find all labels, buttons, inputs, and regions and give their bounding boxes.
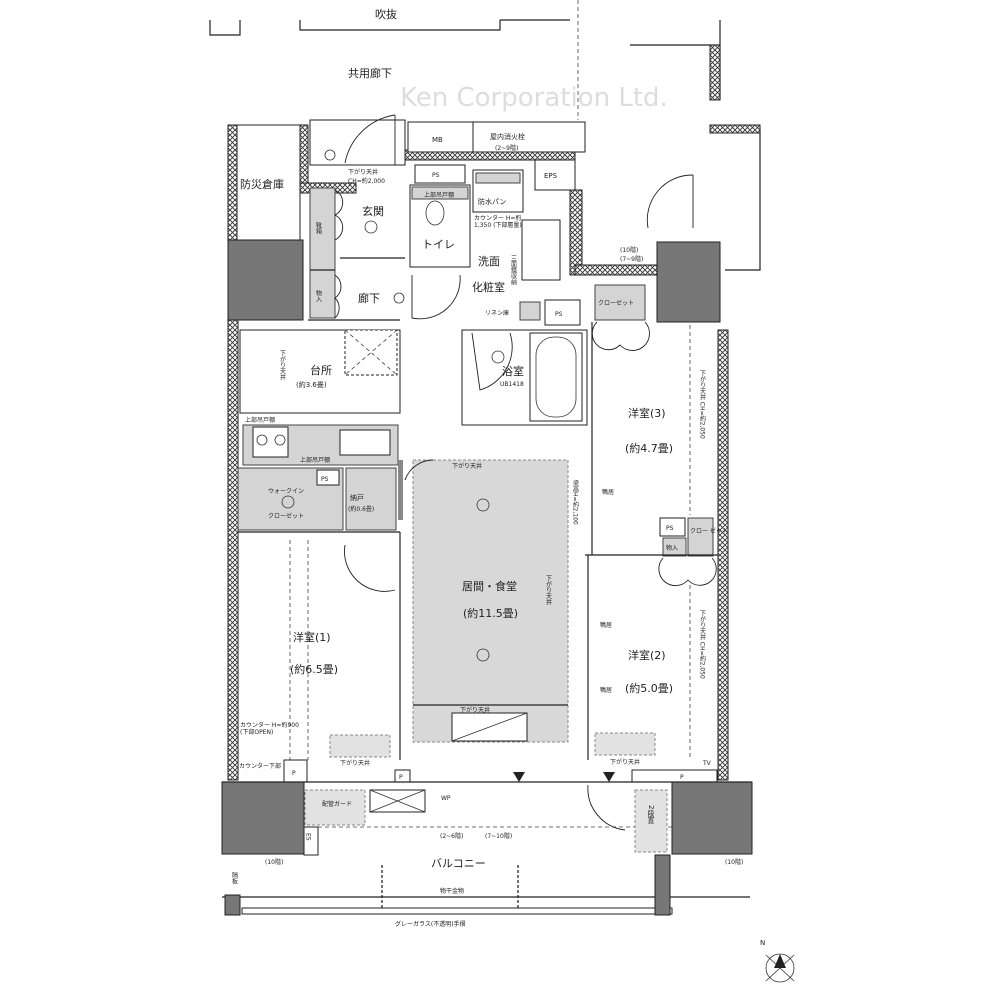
living-label: 居間・食堂 [462, 579, 517, 593]
ps-label-w3: PS [666, 525, 674, 532]
walkin-closet-label: クローゼット [268, 512, 304, 520]
ps-label-top: PS [432, 172, 440, 179]
kosui-label-1: 鴨居 [602, 488, 614, 496]
ceiling-drop-label: 下がり天井 [348, 168, 378, 176]
mb-label: MB [432, 136, 443, 144]
ceiling-height-label: CH=約2,000 [348, 177, 385, 185]
w2-ceiling-drop-bottom: 下がり天井 [610, 758, 640, 766]
balcony: 配管ガード WP (2~6階) (7~10階) ES 2段置 (10階) (10… [222, 246, 752, 928]
north-arrow: N [760, 939, 795, 983]
kitchen-label: 台所 [310, 363, 332, 377]
w2-ceiling-drop: 下がり天井 CH=約2,050 [699, 610, 706, 679]
floors-7-9-label: (7~9階) [620, 255, 643, 263]
linen-label: リネン庫 [485, 309, 509, 317]
western3-label: 洋室(3) [628, 406, 666, 420]
counter-w1-label: カウンター H=約900 (下部OPEN) [240, 722, 299, 736]
kosui-label-3: 鴨居 [600, 686, 612, 694]
toilet-label: トイレ [422, 238, 455, 251]
closet-small-label: 物入 [315, 289, 322, 302]
upper-cabinet-label-kitchen: 上部吊戸棚 [245, 416, 275, 424]
kitchen: 台所 (約3.6畳) 下がり天井 上部吊戸棚 上部吊戸棚 [239, 329, 401, 466]
counter-below-label: カウンター下部 [239, 762, 281, 770]
rod-hardware-label: 物干金物 [440, 887, 464, 895]
w1-ceiling-drop: 下がり天井 [340, 759, 370, 767]
two-units-label: 2段置 [647, 805, 655, 824]
living-side-ceiling: 下がり天井 [545, 575, 552, 606]
service-rooms: 防災倉庫 MB 屋内消火栓 (2~9階) EPS PS 下がり天井 CH=約2,… [236, 114, 586, 241]
entrance: 靴箱 物入 玄関 廊下 [308, 187, 405, 321]
bathroom: 浴室 UB1418 [461, 329, 588, 426]
western-room-1: 洋室(1) (約6.5畳) カウンター H=約900 (下部OPEN) カウンタ… [238, 531, 411, 783]
pipe-guard-label: 配管ガード [322, 800, 352, 808]
closet-split-label: クロー ゼット [690, 527, 728, 535]
wet-area: 上部吊戸棚 トイレ 防水パン カウンター H=約1,350 (下部層量) 洗面 … [409, 169, 581, 326]
ps-label-closet: PS [321, 476, 329, 483]
disaster-storage-label: 防災倉庫 [240, 177, 284, 191]
kosui-label-2: 鴨居 [600, 621, 612, 629]
senmen-label: 洗面 [478, 255, 500, 268]
upper-cabinet-label-toilet: 上部吊戸棚 [424, 191, 454, 199]
upper-cabinet-label-sink: 上部吊戸棚 [300, 456, 330, 464]
wp-label: WP [441, 795, 451, 802]
floor-10-label-right: (10階) [725, 858, 743, 866]
bath-model-label: UB1418 [500, 381, 524, 388]
railing-label: グレーガラス(不透明)手摺 [395, 920, 466, 928]
western3-size-label: (約4.7畳) [625, 441, 673, 455]
closet3-label: クローゼット [598, 299, 634, 307]
p-label-2: P [399, 774, 403, 781]
western1-label: 洋室(1) [293, 630, 331, 644]
walls [221, 124, 753, 855]
fukinuke-label: 吹抜 [375, 7, 397, 21]
western-room-2: 洋室(2) (約5.0畳) 下がり天井 CH=約2,050 鴨居 鴨居 下がり天… [513, 554, 718, 783]
nando-label: 納戸 [350, 493, 364, 502]
kitchen-size-label: (約3.6畳) [296, 380, 327, 389]
mirror-storage-label: 三面鏡収納 [510, 255, 517, 286]
shoebox-label: 靴箱 [315, 221, 322, 235]
beam-height-label: 梁高H=約2,100 [572, 479, 579, 525]
floors-2-6-label: (2~6階) [440, 832, 463, 840]
living-dining: 下がり天井 下がり天井 居間・食堂 (約11.5畳) 下がり天井 梁高H=約2,… [398, 459, 579, 743]
waterproof-pan-label: 防水パン [478, 197, 506, 206]
common-corridor-label: 共用廊下 [348, 66, 392, 80]
living-size-label: (約11.5畳) [463, 606, 518, 620]
closet-small-w2: 物入 [666, 544, 678, 552]
partition-label: 隔板 [231, 871, 238, 885]
walkin-label: ウォークイン [268, 487, 304, 495]
nando-size-label: (約0.6畳) [348, 505, 374, 513]
balcony-label: バルコニー [431, 857, 486, 870]
hydrant-label: 屋内消火栓 [490, 132, 525, 141]
western-room-3: クローゼット 洋室(3) (約4.7畳) 下がり天井 CH=約2,050 PS … [591, 284, 728, 557]
p-label-3: P [680, 774, 684, 781]
western1-size-label: (約6.5畳) [290, 662, 338, 676]
common-area: 吹抜 共用廊下 [209, 0, 761, 271]
living-ceiling-drop: 下がり天井 [452, 462, 482, 470]
north-label: N [760, 939, 765, 947]
living-ceiling-drop-bottom: 下がり天井 [460, 706, 490, 714]
keshoshitsu-label: 化粧室 [472, 280, 505, 294]
western2-size-label: (約5.0畳) [625, 681, 673, 695]
w3-ceiling-drop: 下がり天井 CH=約2,050 [699, 370, 706, 439]
tv-label: TV [702, 760, 712, 767]
p-label-1: P [292, 770, 296, 777]
es-label: ES [305, 833, 312, 841]
eps-label: EPS [544, 172, 558, 180]
ps-label-wash: PS [555, 311, 563, 318]
genkan-label: 玄関 [362, 204, 384, 218]
hydrant-floors-label: (2~9階) [495, 144, 518, 152]
closets: PS ウォークイン クローゼット 納戸 (約0.6畳) [237, 467, 397, 531]
floor-10-label-left: (10階) [265, 858, 283, 866]
wash-counter-label: カウンター H=約1,350 (下部層量) [474, 215, 522, 229]
floors-10-label-top: (10階) [620, 246, 638, 254]
floors-7-10-label: (7~10階) [485, 832, 512, 840]
rouka-label: 廊下 [358, 291, 380, 305]
kitchen-ceiling-drop: 下がり天井 [279, 350, 286, 381]
western2-label: 洋室(2) [628, 648, 666, 662]
watermark: Ken Corporation Ltd. [400, 83, 668, 113]
